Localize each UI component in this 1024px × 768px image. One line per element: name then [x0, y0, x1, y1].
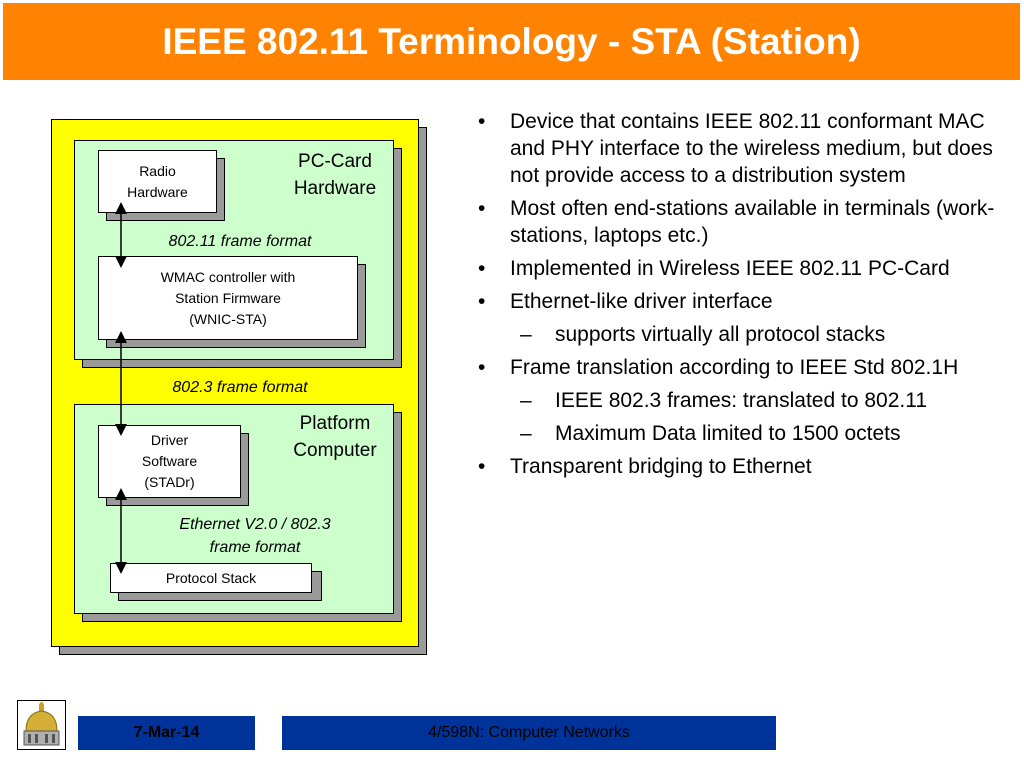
sub-bullet-item: supports virtually all protocol stacks	[470, 321, 1010, 348]
wmac-controller-box: WMAC controller with Station Firmware (W…	[98, 256, 358, 340]
bullet-item: Transparent bridging to Ethernet	[470, 453, 1010, 480]
footer-course: 4/598N: Computer Networks	[282, 716, 776, 750]
bullet-item: Device that contains IEEE 802.11 conform…	[470, 108, 1010, 189]
protocol-stack-box: Protocol Stack	[110, 563, 312, 593]
pc-card-label: PC-Card Hardware	[293, 151, 377, 199]
frame-8023-label: 802.3 frame format	[172, 379, 308, 396]
driver-software-box: Driver Software (STADr)	[98, 425, 241, 498]
bullet-list: Device that contains IEEE 802.11 conform…	[470, 108, 1010, 486]
frame-ethernet-label: Ethernet V2.0 / 802.3 frame format	[179, 516, 331, 556]
footer-date: 7-Mar-14	[78, 716, 255, 750]
bullet-item: Most often end-stations available in ter…	[470, 195, 1010, 249]
bullet-item: Implemented in Wireless IEEE 802.11 PC-C…	[470, 255, 1010, 282]
connector-arrows	[115, 202, 127, 574]
sub-bullet-item: Maximum Data limited to 1500 octets	[470, 420, 1010, 447]
sub-bullet-item: IEEE 802.3 frames: translated to 802.11	[470, 387, 1010, 414]
bullet-item: Frame translation according to IEEE Std …	[470, 354, 1010, 381]
frame-80211-label: 802.11 frame format	[168, 233, 312, 250]
slide-title: IEEE 802.11 Terminology - STA (Station)	[3, 3, 1020, 80]
university-dome-logo	[17, 700, 66, 750]
bullet-item: Ethernet-like driver interface	[470, 288, 1010, 315]
platform-label: Platform Computer	[293, 413, 377, 461]
